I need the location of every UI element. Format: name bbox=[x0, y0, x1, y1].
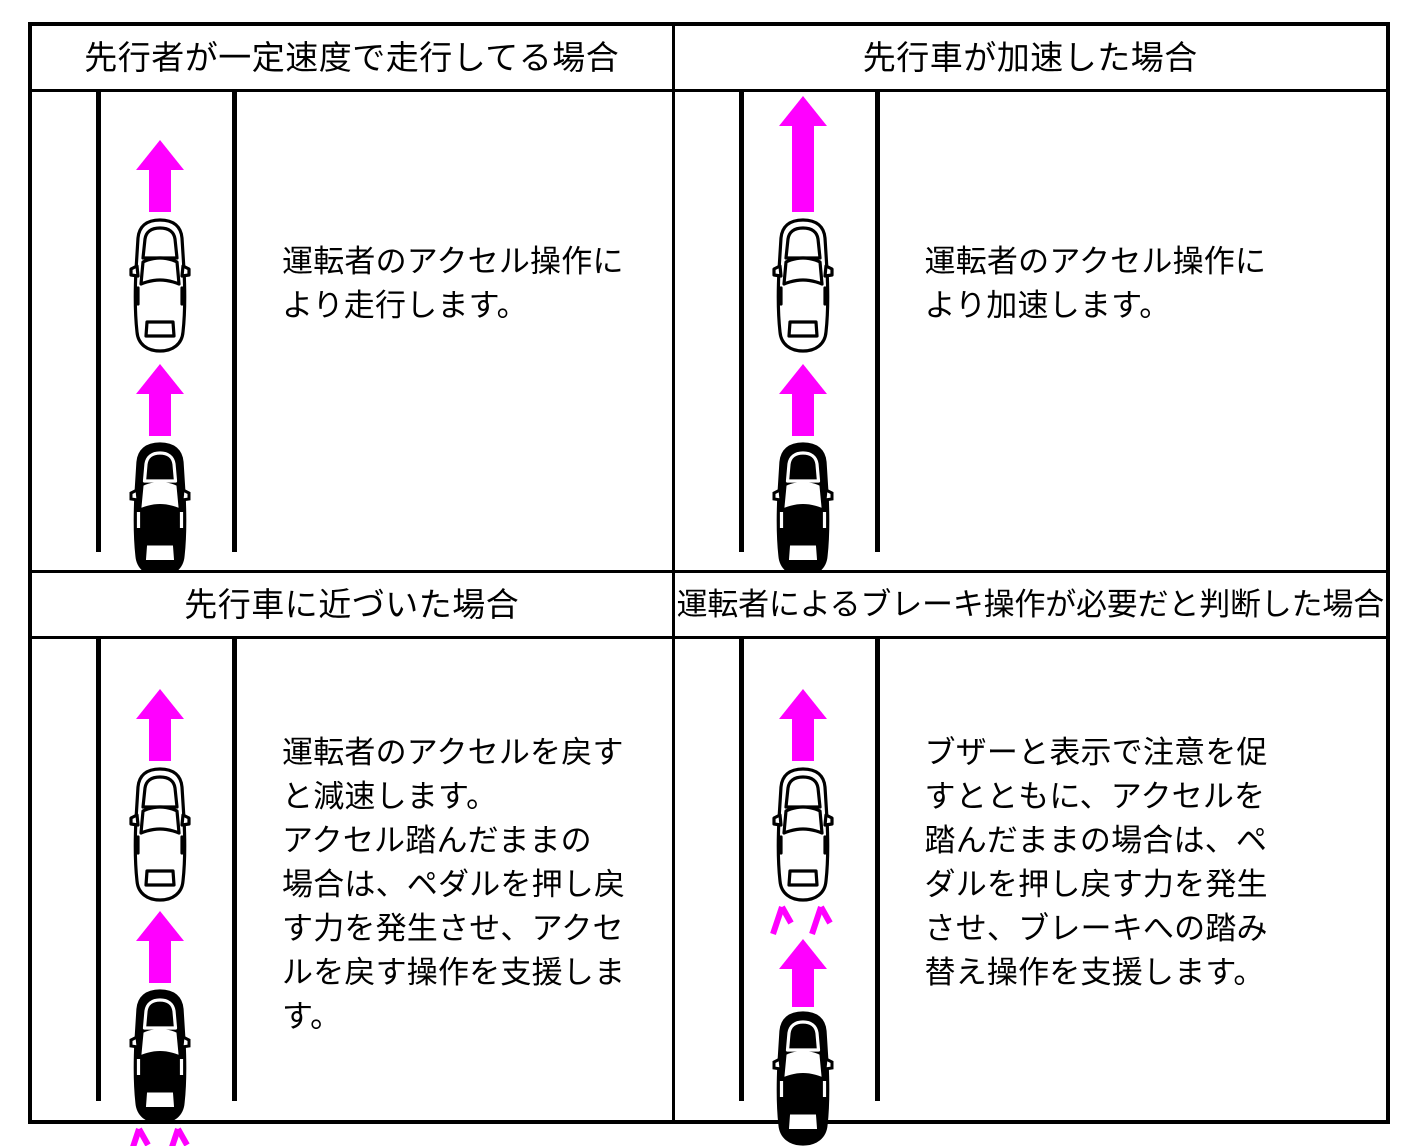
cell-body-constant-speed: 運転者のアクセル操作に より走行します。 bbox=[32, 92, 672, 577]
cell-caption-constant-speed: 運転者のアクセル操作に より走行します。 bbox=[282, 244, 624, 324]
cell-body-brake-needed: ブザーと表示で注意を促 すとともに、アクセルを 踏んだままの場合は、ペ ダルを押… bbox=[675, 639, 1386, 1146]
scenario-cell-lead-accelerates: 先行車が加速した場合 bbox=[674, 26, 1386, 577]
lane-line-right bbox=[232, 92, 237, 552]
cell-header-lead-accelerates: 先行車が加速した場合 bbox=[674, 26, 1386, 92]
lane-line-left bbox=[96, 92, 101, 552]
motion-arrow-lead-car bbox=[136, 140, 184, 212]
road-scene-constant-speed bbox=[32, 92, 282, 577]
lane-line-left bbox=[738, 92, 744, 552]
cell-header-label: 先行車が加速した場合 bbox=[862, 39, 1198, 76]
cell-header-approaching-lead: 先行車に近づいた場合 bbox=[32, 573, 672, 639]
lane-line-left bbox=[96, 639, 101, 1101]
own-car-black bbox=[772, 442, 834, 577]
cell-body-lead-accelerates: 運転者のアクセル操作に より加速します。 bbox=[675, 92, 1386, 577]
own-car-black bbox=[129, 989, 191, 1124]
lead-car-white bbox=[771, 218, 834, 353]
motion-arrow-own-car bbox=[778, 364, 827, 436]
own-car-black bbox=[772, 1011, 834, 1146]
cell-header-label: 先行者が一定速度で走行してる場合 bbox=[84, 39, 620, 76]
road-scene-brake-needed bbox=[675, 639, 925, 1146]
cell-caption-approaching-lead: 運転者のアクセルを戻す と減速します。 アクセル踏んだままの 場合は、ペダルを押… bbox=[282, 735, 626, 1035]
motion-arrow-own-car bbox=[778, 939, 827, 1007]
motion-arrow-lead-car bbox=[136, 689, 184, 761]
scenario-cell-constant-speed: 先行者が一定速度で走行してる場合 bbox=[32, 26, 675, 577]
scenario-cell-approaching-lead: 先行車に近づいた場合 bbox=[32, 573, 675, 1146]
scenario-cell-brake-needed: 運転者によるブレーキ操作が必要だと判断した場合 bbox=[674, 573, 1386, 1146]
lane-line-right bbox=[874, 92, 880, 552]
own-car-black bbox=[129, 442, 191, 577]
motion-arrow-own-car bbox=[136, 364, 184, 436]
cell-caption-lead-accelerates: 運転者のアクセル操作に より加速します。 bbox=[924, 244, 1267, 324]
pedal-pushback-marks-lead-car bbox=[760, 901, 846, 937]
motion-arrow-lead-car bbox=[778, 689, 827, 761]
lead-car-white bbox=[129, 218, 191, 353]
road-scene-approaching-lead bbox=[32, 639, 282, 1146]
motion-arrow-lead-car-long bbox=[778, 96, 827, 212]
road-scene-lead-accelerates bbox=[675, 92, 925, 577]
pedal-pushback-marks-own-car bbox=[117, 1123, 203, 1146]
cell-header-label: 運転者によるブレーキ操作が必要だと判断した場合 bbox=[676, 587, 1385, 622]
lead-car-white bbox=[771, 767, 834, 902]
lane-line-left bbox=[738, 639, 744, 1101]
cell-header-brake-needed: 運転者によるブレーキ操作が必要だと判断した場合 bbox=[674, 573, 1386, 639]
cell-body-approaching-lead: 運転者のアクセルを戻す と減速します。 アクセル踏んだままの 場合は、ペダルを押… bbox=[32, 639, 672, 1146]
cell-header-label: 先行車に近づいた場合 bbox=[184, 586, 520, 623]
lane-line-right bbox=[874, 639, 880, 1101]
lead-car-white bbox=[129, 767, 191, 902]
cell-header-constant-speed: 先行者が一定速度で走行してる場合 bbox=[32, 26, 672, 92]
lane-line-right bbox=[232, 639, 237, 1101]
scenario-grid: 先行者が一定速度で走行してる場合 bbox=[28, 22, 1390, 1146]
cell-caption-brake-needed: ブザーと表示で注意を促 すとともに、アクセルを 踏んだままの場合は、ペ ダルを押… bbox=[924, 735, 1268, 991]
motion-arrow-own-car bbox=[136, 911, 184, 983]
